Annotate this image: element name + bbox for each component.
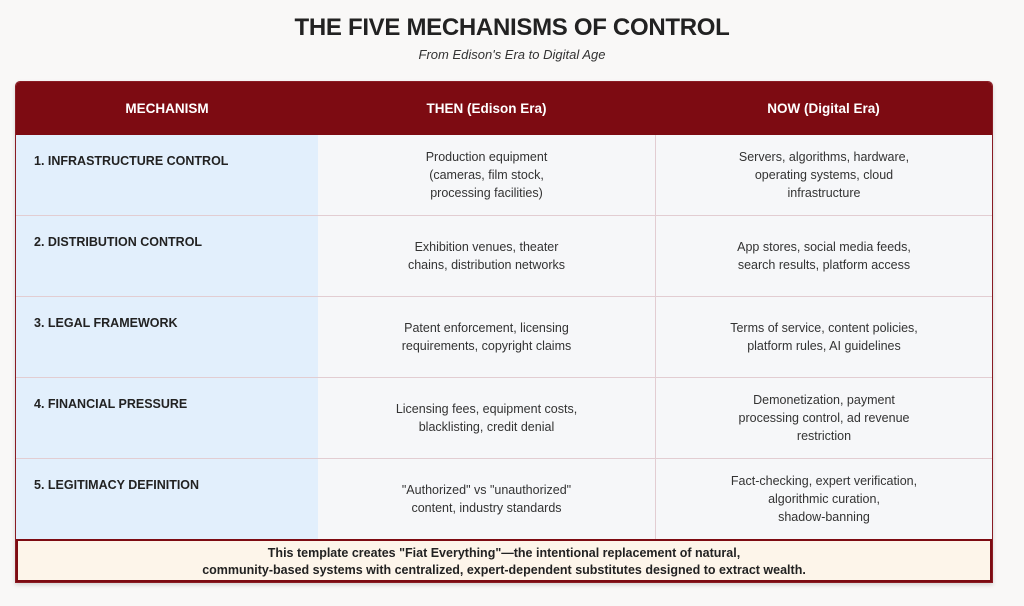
now-cell: Servers, algorithms, hardware, operating …	[656, 135, 992, 215]
cell-line: "Authorized" vs "unauthorized"	[401, 483, 572, 497]
cell-line: Servers, algorithms, hardware,	[738, 150, 910, 164]
cell-line: Exhibition venues, theater	[414, 240, 559, 254]
cell-line: infrastructure	[787, 186, 861, 200]
cell-line: processing facilities)	[430, 186, 543, 200]
mechanism-cell: 2. DISTRIBUTION CONTROL	[16, 216, 318, 296]
cell-line: processing control, ad revenue	[738, 411, 910, 425]
table-header: MECHANISM THEN (Edison Era) NOW (Digital…	[16, 82, 992, 135]
cell-line: algorithmic curation,	[768, 492, 880, 506]
cell-line: Demonetization, payment	[753, 393, 895, 407]
mechanism-cell: 5. LEGITIMACY DEFINITION	[16, 459, 318, 539]
then-cell: Exhibition venues, theater chains, distri…	[318, 216, 656, 296]
cell-line: shadow-banning	[778, 510, 870, 524]
cell-line: chains, distribution networks	[407, 258, 566, 272]
cell-line: Terms of service, content policies,	[730, 321, 918, 335]
cell-line: content, industry standards	[411, 501, 562, 515]
cell-line: App stores, social media feeds,	[737, 240, 911, 254]
cell-line: search results, platform access	[737, 258, 911, 272]
summary-line: community-based systems with centralized…	[202, 563, 806, 577]
cell-line: platform rules, AI guidelines	[747, 339, 901, 353]
now-cell: Terms of service, content policies, platf…	[656, 297, 992, 377]
cell-line: operating systems, cloud	[754, 168, 894, 182]
cell-line: Production equipment	[425, 150, 548, 164]
summary-note: This template creates "Fiat Everything"—…	[16, 539, 992, 582]
cell-line: (cameras, film stock,	[429, 168, 544, 182]
header-then: THEN (Edison Era)	[426, 101, 547, 116]
mechanisms-table: MECHANISM THEN (Edison Era) NOW (Digital…	[15, 81, 993, 583]
now-cell: App stores, social media feeds, search re…	[656, 216, 992, 296]
page-title: THE FIVE MECHANISMS OF CONTROL	[294, 14, 730, 41]
then-cell: Licensing fees, equipment costs, blacklis…	[318, 378, 656, 458]
cell-line: Patent enforcement, licensing	[404, 321, 569, 335]
then-cell: Production equipment (cameras, film stock…	[318, 135, 656, 215]
cell-line: requirements, copyright claims	[401, 339, 572, 353]
header-mechanism: MECHANISM	[125, 101, 209, 116]
cell-line: Fact-checking, expert verification,	[730, 474, 918, 488]
mechanism-cell: 3. LEGAL FRAMEWORK	[16, 297, 318, 377]
then-cell: "Authorized" vs "unauthorized" content, i…	[318, 459, 656, 539]
page-subtitle: From Edison's Era to Digital Age	[418, 47, 606, 62]
table-row: 5. LEGITIMACY DEFINITION"Authorized" vs …	[16, 458, 992, 539]
summary-line: This template creates "Fiat Everything"—…	[267, 546, 741, 560]
now-cell: Fact-checking, expert verification, algor…	[656, 459, 992, 539]
cell-line: restriction	[796, 429, 852, 443]
now-cell: Demonetization, payment processing contro…	[656, 378, 992, 458]
mechanism-cell: 1. INFRASTRUCTURE CONTROL	[16, 135, 318, 215]
cell-line: blacklisting, credit denial	[418, 420, 555, 434]
mechanism-cell: 4. FINANCIAL PRESSURE	[16, 378, 318, 458]
then-cell: Patent enforcement, licensing requirement…	[318, 297, 656, 377]
header-now: NOW (Digital Era)	[767, 101, 880, 116]
cell-line: Licensing fees, equipment costs,	[395, 402, 578, 416]
